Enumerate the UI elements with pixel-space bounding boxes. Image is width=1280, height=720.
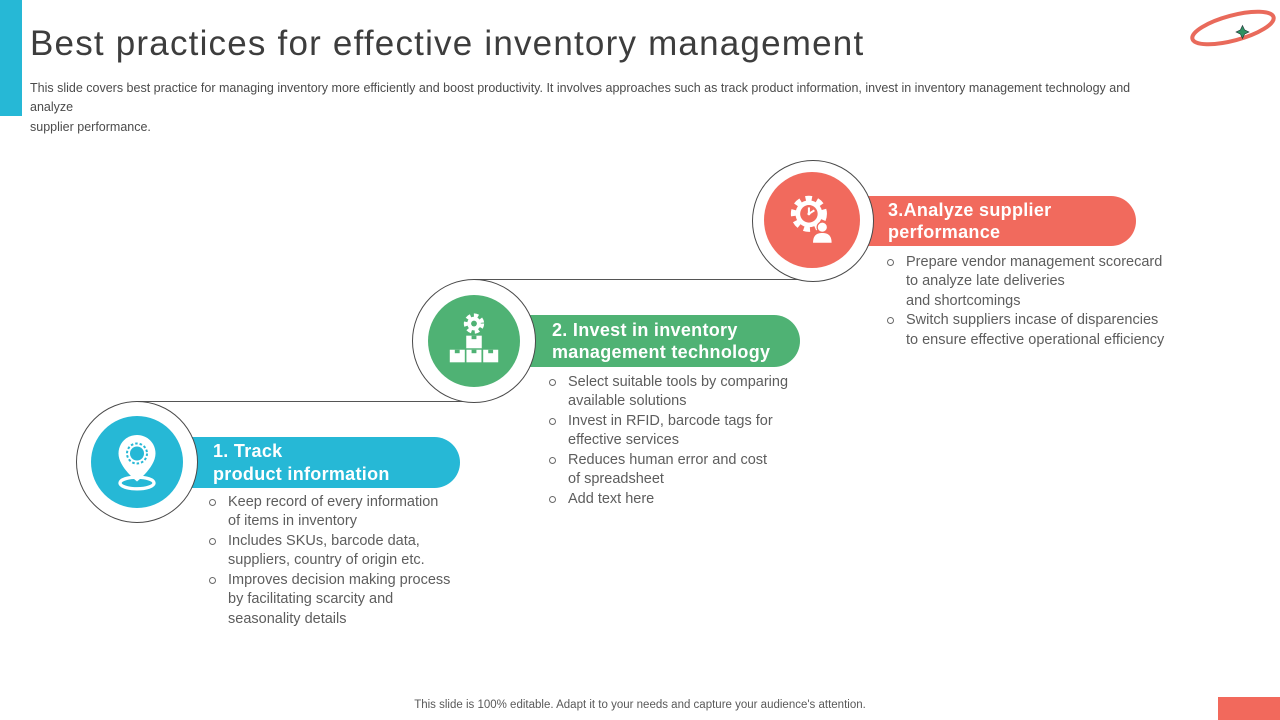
step3-bullet-list: Prepare vendor management scorecard to a…	[885, 253, 1215, 350]
brand-orbit-logo	[1190, 9, 1276, 47]
bullet-item: Reduces human error and cost of spreadsh…	[547, 451, 847, 490]
step3-banner-label: 3.Analyze supplier performance	[888, 199, 1052, 242]
bullet-marker	[209, 537, 216, 545]
step3-circle[interactable]	[764, 172, 860, 268]
bullet-item: Includes SKUs, barcode data, suppliers, …	[207, 532, 507, 571]
step1-circle[interactable]	[91, 416, 183, 508]
step2-bullet-list: Select suitable tools by comparing avail…	[547, 373, 847, 509]
step2-circle[interactable]	[428, 295, 520, 387]
bottom-right-accent-bar	[1218, 697, 1280, 720]
bullet-item: Improves decision making process by faci…	[207, 571, 507, 629]
bullet-marker	[887, 317, 894, 325]
step1-banner-label: 1. Track product information	[213, 441, 390, 484]
bullet-marker	[209, 499, 216, 506]
step1-bullet-list: Keep record of every information of item…	[207, 493, 507, 629]
gear-clock-person-icon	[790, 195, 832, 243]
step2-banner[interactable]: 2. Invest in inventory management techno…	[486, 315, 800, 367]
bullet-item: Prepare vendor management scorecard to a…	[885, 253, 1215, 311]
bullet-marker	[549, 495, 556, 503]
bullet-marker	[549, 417, 556, 425]
bullet-item: Keep record of every information of item…	[207, 493, 507, 532]
slide-subtitle: This slide covers best practice for mana…	[30, 81, 1131, 134]
orbit-ellipse	[1190, 9, 1276, 47]
left-accent-bar	[0, 0, 22, 116]
bullet-marker	[887, 259, 894, 266]
location-pin-icon	[118, 435, 156, 491]
bullet-marker	[549, 456, 556, 464]
bullet-item: Invest in RFID, barcode tags for effecti…	[547, 412, 847, 451]
gear-boxes-icon	[449, 313, 499, 363]
connector-line-step1-step2	[137, 401, 477, 402]
step2-banner-label: 2. Invest in inventory management techno…	[552, 319, 771, 362]
bullet-item: Select suitable tools by comparing avail…	[547, 373, 847, 412]
bullet-item: Add text here	[547, 490, 847, 509]
footer-note: This slide is 100% editable. Adapt it to…	[414, 699, 866, 711]
connector-line-step2-step3	[474, 279, 814, 280]
bullet-item: Switch suppliers incase of disparencies …	[885, 311, 1215, 350]
star-spark-icon	[1235, 24, 1250, 40]
page-title: Best practices for effective inventory m…	[30, 24, 865, 63]
bullet-marker	[549, 379, 556, 386]
bullet-marker	[209, 576, 216, 584]
step3-banner[interactable]: 3.Analyze supplier performance	[826, 196, 1136, 246]
step1-banner[interactable]: 1. Track product information	[150, 437, 460, 488]
